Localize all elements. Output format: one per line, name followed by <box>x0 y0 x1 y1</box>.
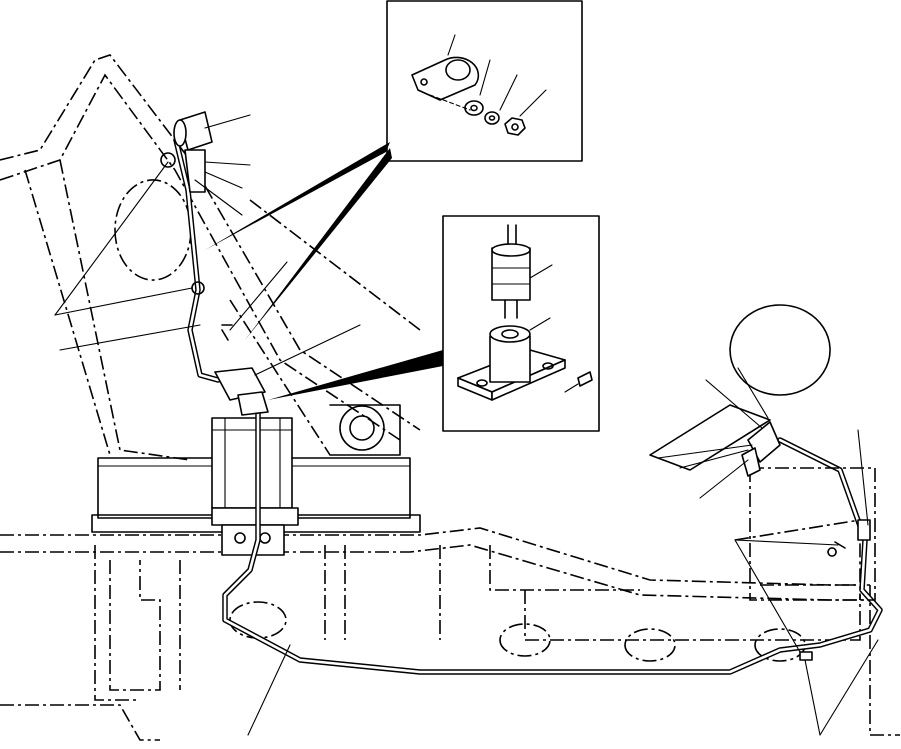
detail-b-box <box>442 215 600 432</box>
operator-station <box>649 304 876 661</box>
chassis-frame <box>0 527 900 741</box>
detail-a-box <box>386 0 583 162</box>
nut-icon <box>504 117 526 136</box>
lamp-icon <box>160 111 213 295</box>
lock-washer-icon <box>484 111 500 125</box>
boom-arm <box>0 54 421 461</box>
detail-pointers <box>205 142 443 400</box>
turntable <box>91 404 421 533</box>
valve-icon <box>491 224 531 319</box>
screw-icon <box>577 371 593 387</box>
leader-lines <box>54 114 879 736</box>
bracket-icon <box>214 324 269 416</box>
hose-line <box>173 137 883 675</box>
swivel-joint <box>211 417 299 556</box>
bracket-icon <box>457 325 566 401</box>
clamp-icon <box>411 56 480 101</box>
flat-washer-icon <box>464 100 484 116</box>
